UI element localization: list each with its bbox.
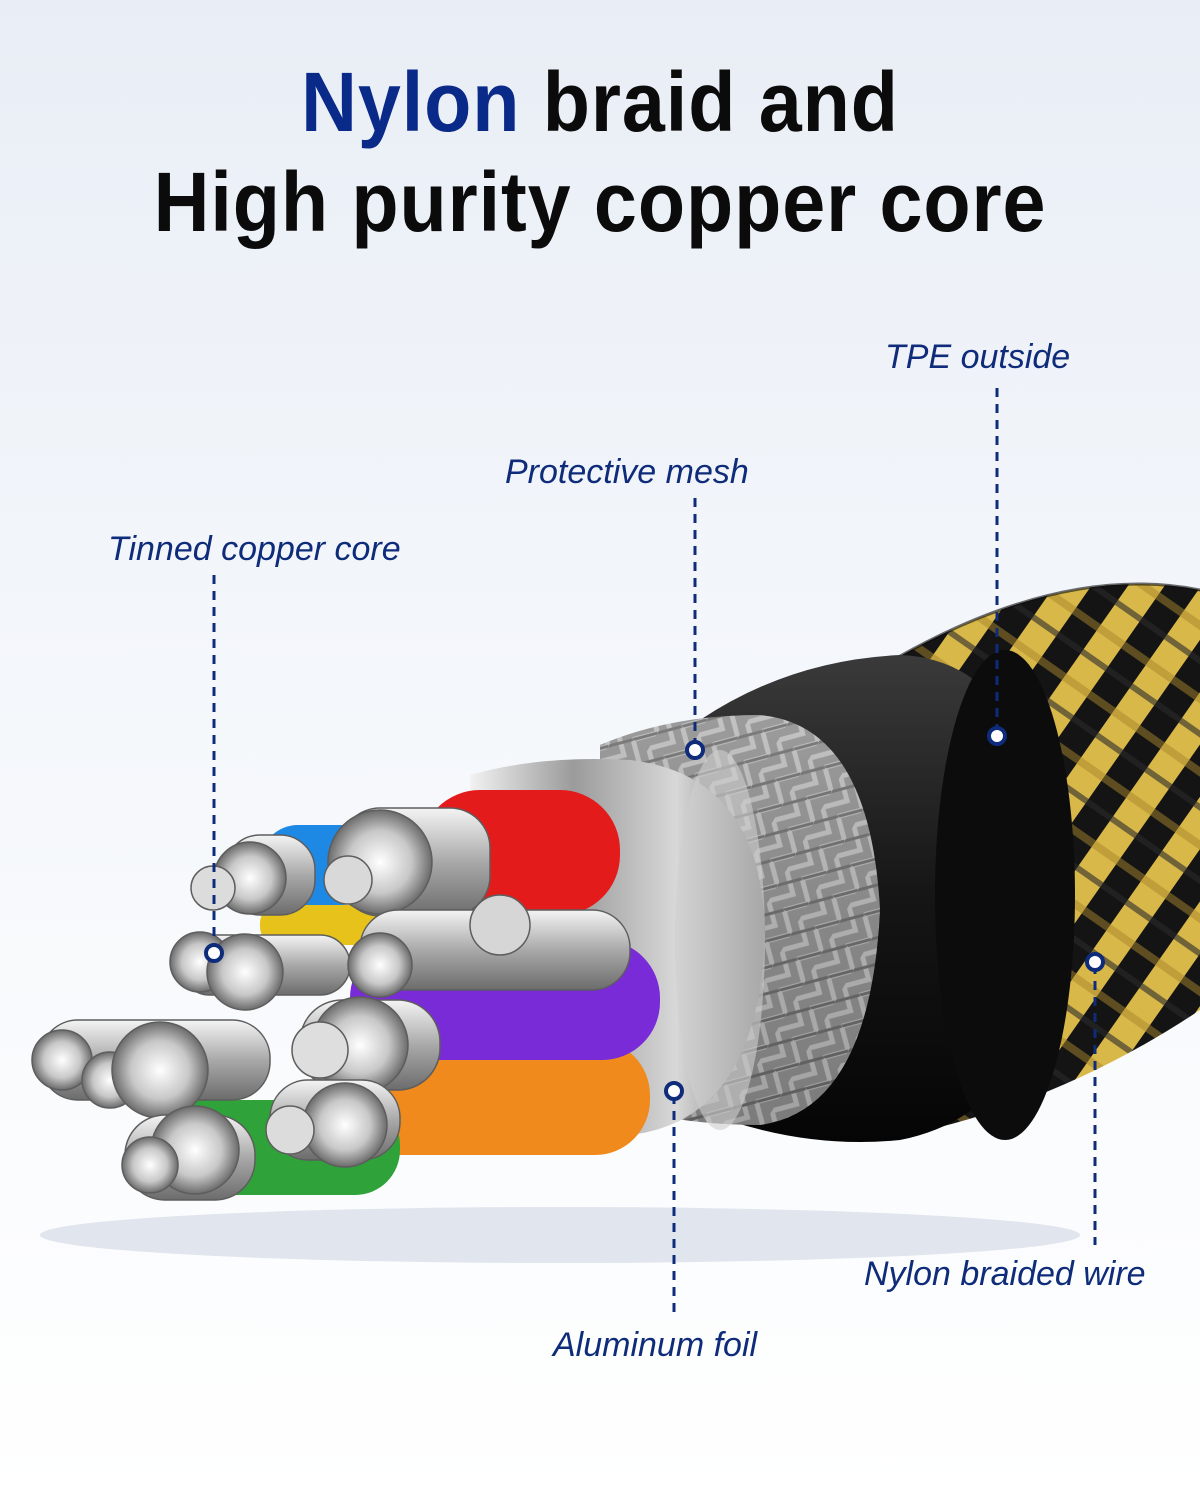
marker-tpe-outside <box>987 726 1007 746</box>
marker-nylon-braided-wire <box>1085 952 1105 972</box>
callout-leaders <box>212 388 1097 1318</box>
label-nylon-braided-wire: Nylon braided wire <box>864 1255 1146 1293</box>
headline-line-1-rest: braid and <box>520 55 899 149</box>
headline-line-2: High purity copper core <box>153 155 1047 249</box>
marker-tinned-copper-core <box>204 943 224 963</box>
headline-line-1: Nylon braid and <box>48 52 1152 152</box>
callout-markers <box>204 726 1105 1101</box>
copper-strands <box>31 807 631 1201</box>
headline-accent-word: Nylon <box>301 55 521 149</box>
label-tpe-outside: TPE outside <box>885 338 1071 376</box>
marker-protective-mesh <box>685 740 705 760</box>
label-protective-mesh: Protective mesh <box>505 453 749 491</box>
headline: Nylon braid and High purity copper core <box>0 52 1200 252</box>
label-tinned-copper-core: Tinned copper core <box>108 530 401 568</box>
label-aluminum-foil: Aluminum foil <box>553 1326 758 1364</box>
marker-aluminum-foil <box>664 1081 684 1101</box>
cable-shadow <box>40 1207 1080 1263</box>
